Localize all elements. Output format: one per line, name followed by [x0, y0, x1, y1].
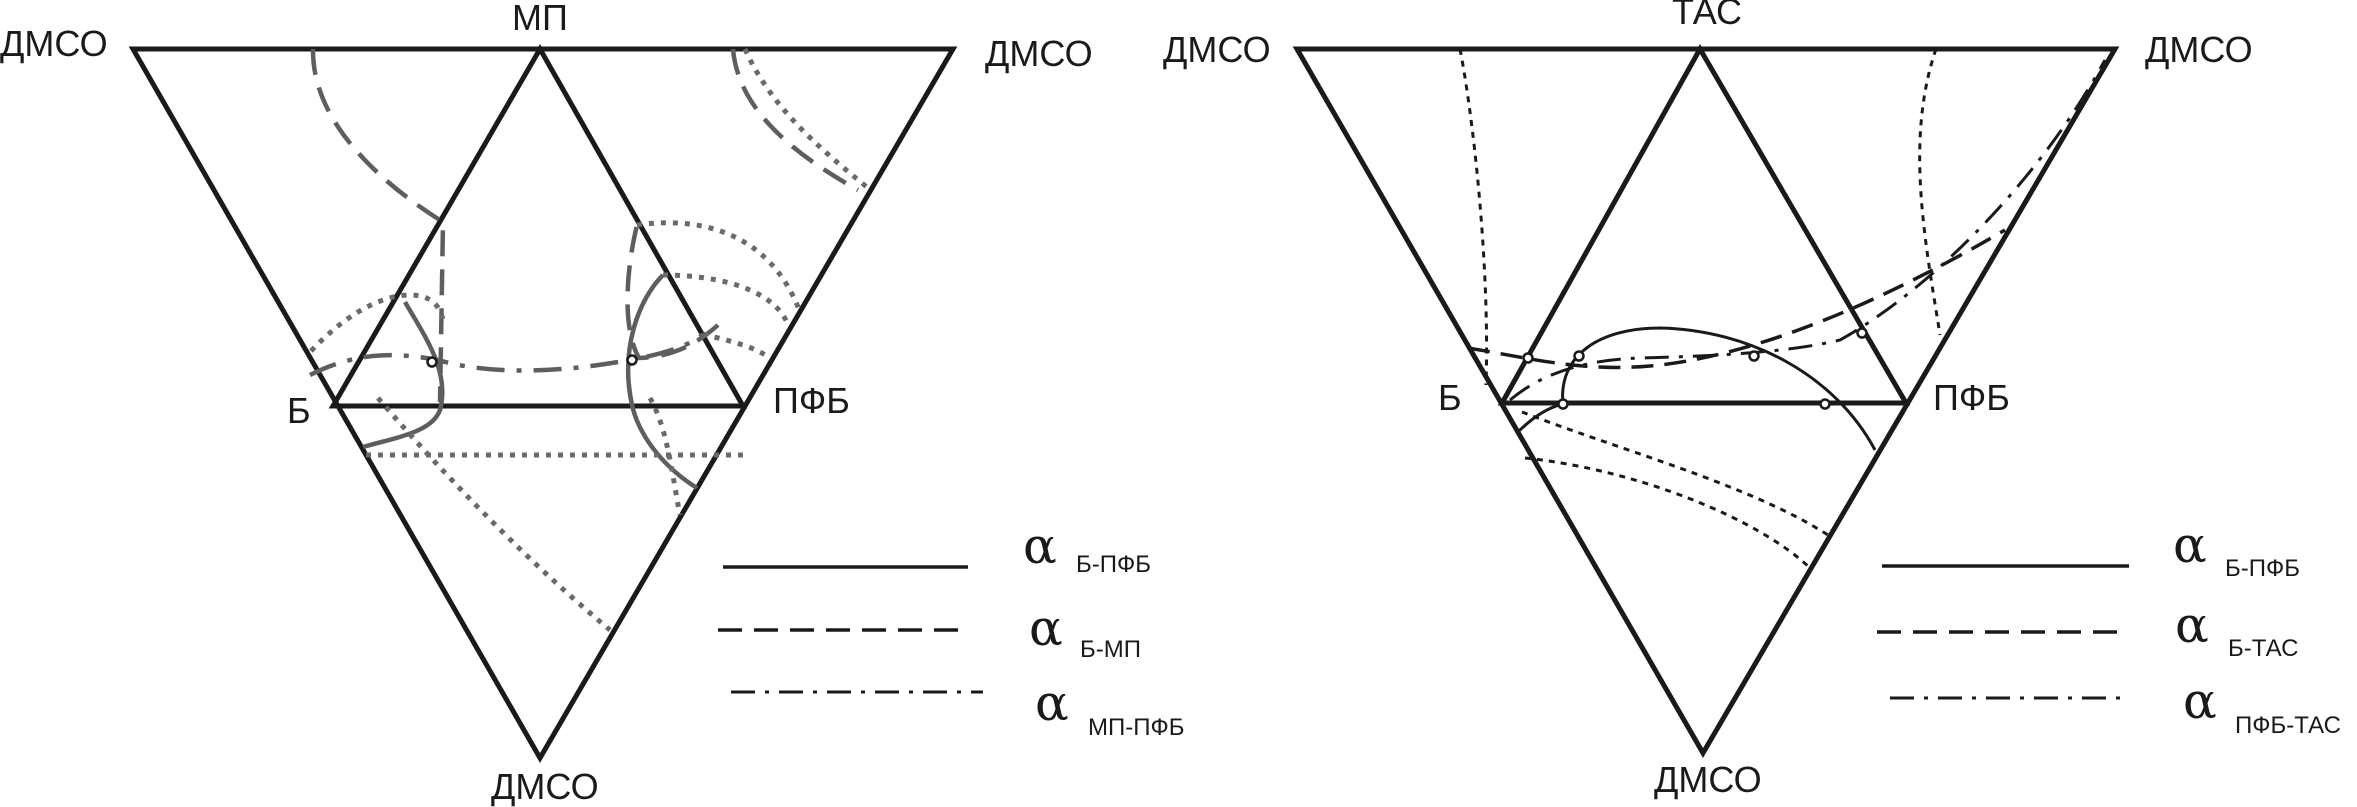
right-vertex-top-right: ДМСО	[2145, 29, 2253, 70]
right-outer-triangle	[1292, 46, 2120, 758]
right-node-2	[1573, 350, 1585, 362]
left-curve-b-mp-corner	[730, 48, 860, 192]
left-vertex-mid-left: Б	[287, 390, 311, 431]
right-legend-alpha-1: α	[2173, 516, 2207, 574]
left-dotted-2	[636, 220, 803, 313]
right-vertex-mid-right: ПФБ	[1933, 377, 2010, 418]
right-legend-sub-3: ПФБ-ТАС	[2235, 712, 2341, 739]
right-dotted-3	[1521, 410, 1829, 537]
right-legend-alpha-2: α	[2175, 596, 2209, 654]
left-dotted-5	[647, 396, 683, 516]
left-dotted-1	[309, 292, 446, 353]
left-legend: α Б-ПФБ α Б-МП α МП-ПФБ	[718, 517, 1184, 741]
left-legend-sub-3: МП-ПФБ	[1088, 714, 1184, 741]
left-vertex-top-right: ДМСО	[985, 33, 1093, 74]
right-node-5	[1557, 398, 1569, 410]
right-node-6	[1819, 398, 1831, 410]
left-vertex-bottom: ДМСО	[491, 766, 599, 807]
right-dotted-1	[1458, 48, 1489, 386]
left-curve-b-pfb-right	[625, 273, 699, 490]
right-inner-triangle	[1497, 43, 1911, 406]
left-legend-sub-1: Б-ПФБ	[1076, 551, 1151, 578]
right-vertex-top: ТАС	[1672, 0, 1742, 32]
right-vertex-mid-left: Б	[1438, 377, 1462, 418]
left-curve-b-pfb-left	[362, 300, 445, 450]
left-curve-b-mp-right	[625, 224, 720, 361]
right-vertex-top-left: ДМСО	[1163, 29, 1271, 70]
left-legend-alpha-1: α	[1023, 517, 1057, 575]
left-vertex-mid-right: ПФБ	[773, 380, 850, 421]
right-ternary-diagram: ДМСО ТАС ДМСО Б ПФБ ДМСО α Б-ПФБ α Б-ТАС…	[1163, 0, 2341, 800]
left-dotted-4	[702, 331, 767, 358]
right-node-3	[1748, 350, 1760, 362]
left-node-1	[426, 356, 438, 368]
left-inner-triangle	[328, 43, 748, 409]
right-dotted-4	[1524, 456, 1812, 570]
left-curve-b-mp-left	[310, 48, 446, 403]
right-vertex-bottom: ДМСО	[1654, 759, 1762, 800]
right-dotted-2	[1918, 48, 1942, 336]
left-legend-sub-2: Б-МП	[1080, 636, 1141, 663]
right-node-4	[1856, 327, 1868, 339]
right-legend: α Б-ПФБ α Б-ТАС α ПФБ-ТАС	[1877, 516, 2341, 739]
left-vertex-top: МП	[512, 0, 568, 38]
right-legend-sub-2: Б-ТАС	[2228, 635, 2298, 662]
left-vertex-top-left: ДМСО	[0, 23, 108, 64]
left-legend-alpha-2: α	[1029, 599, 1063, 657]
right-legend-sub-1: Б-ПФБ	[2225, 555, 2300, 582]
right-curve-b-tac	[1467, 228, 2006, 370]
right-curve-b-pfb-branch	[1516, 402, 1564, 434]
left-ternary-diagram: ДМСО МП ДМСО Б ПФБ ДМСО α Б-ПФБ α Б-МП α…	[0, 0, 1184, 807]
left-node-2	[626, 354, 638, 366]
left-dotted-7	[376, 396, 612, 632]
left-dotted-8	[742, 47, 870, 190]
left-legend-alpha-3: α	[1035, 674, 1069, 732]
right-curve-pfb-tac	[1509, 59, 2107, 402]
left-curve-mp-pfb	[308, 332, 705, 378]
right-curve-b-pfb-arc	[1561, 326, 1877, 451]
right-node-1	[1522, 352, 1534, 364]
right-legend-alpha-3: α	[2183, 672, 2217, 730]
